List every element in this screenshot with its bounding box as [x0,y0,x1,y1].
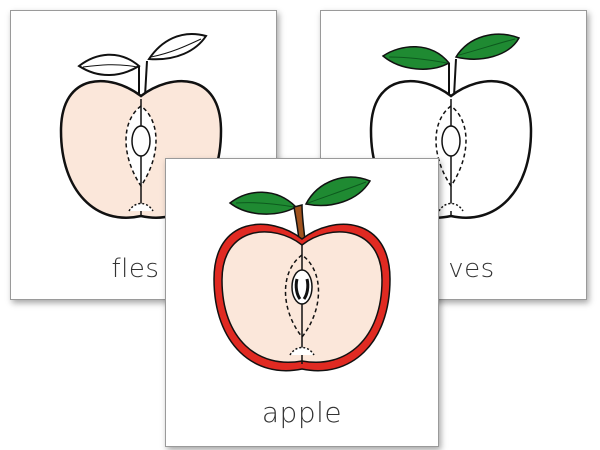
flesh-card: fles [10,10,277,300]
apple-card: apple [165,158,439,447]
card-label-flesh: fles [111,254,160,284]
card-label-apple: apple [261,396,343,429]
card-label-leaves: ves [448,254,495,284]
apple-half-full-color-icon [213,176,391,372]
